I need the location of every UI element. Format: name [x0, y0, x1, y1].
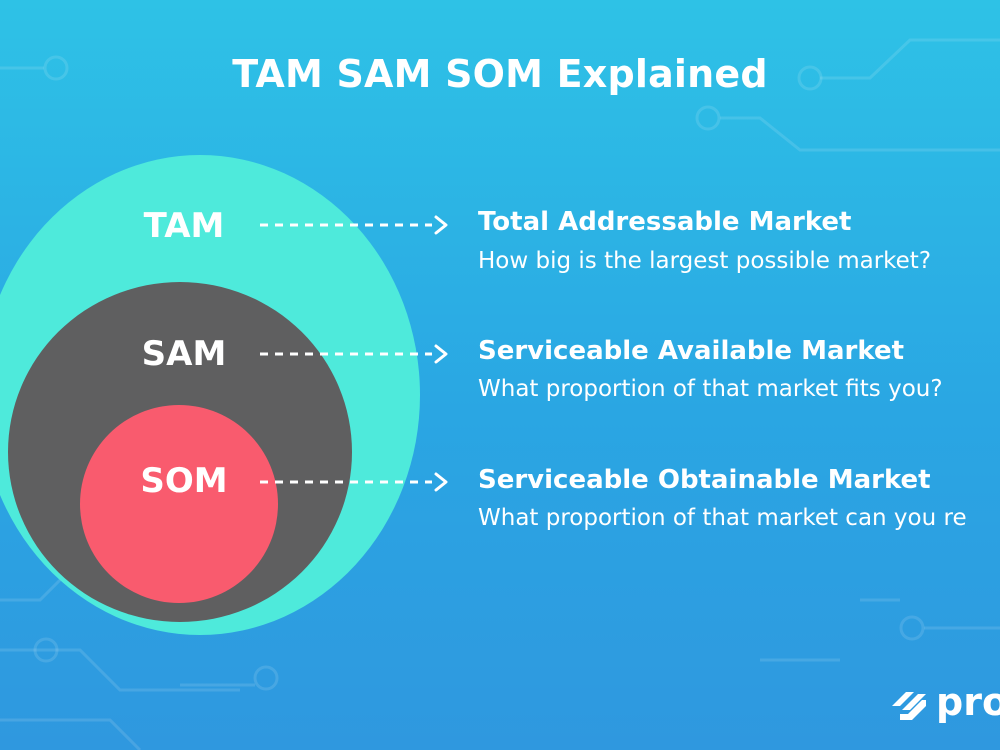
som-abbreviation: SOM [140, 461, 228, 501]
sam-dashed-arrow [260, 344, 448, 364]
arrow-logo-icon [892, 692, 926, 720]
page-title: TAM SAM SOM Explained [232, 52, 768, 96]
tam-label-title: Total Addressable Market [478, 207, 852, 237]
sam-label-question: What proportion of that market fits you? [478, 376, 943, 402]
tam-label-question: How big is the largest possible market? [478, 248, 932, 274]
sam-abbreviation: SAM [141, 334, 227, 374]
tam-abbreviation: TAM [143, 206, 225, 246]
som-label-title: Serviceable Obtainable Market [478, 465, 931, 495]
brand-logo: pro [886, 678, 1000, 730]
som-label-question: What proportion of that market can you r… [478, 505, 967, 531]
sam-label-title: Serviceable Available Market [478, 336, 905, 366]
logo-text: pro [936, 680, 1000, 724]
tam-dashed-arrow [260, 215, 448, 235]
som-circle [80, 405, 278, 603]
som-dashed-arrow [260, 472, 448, 492]
